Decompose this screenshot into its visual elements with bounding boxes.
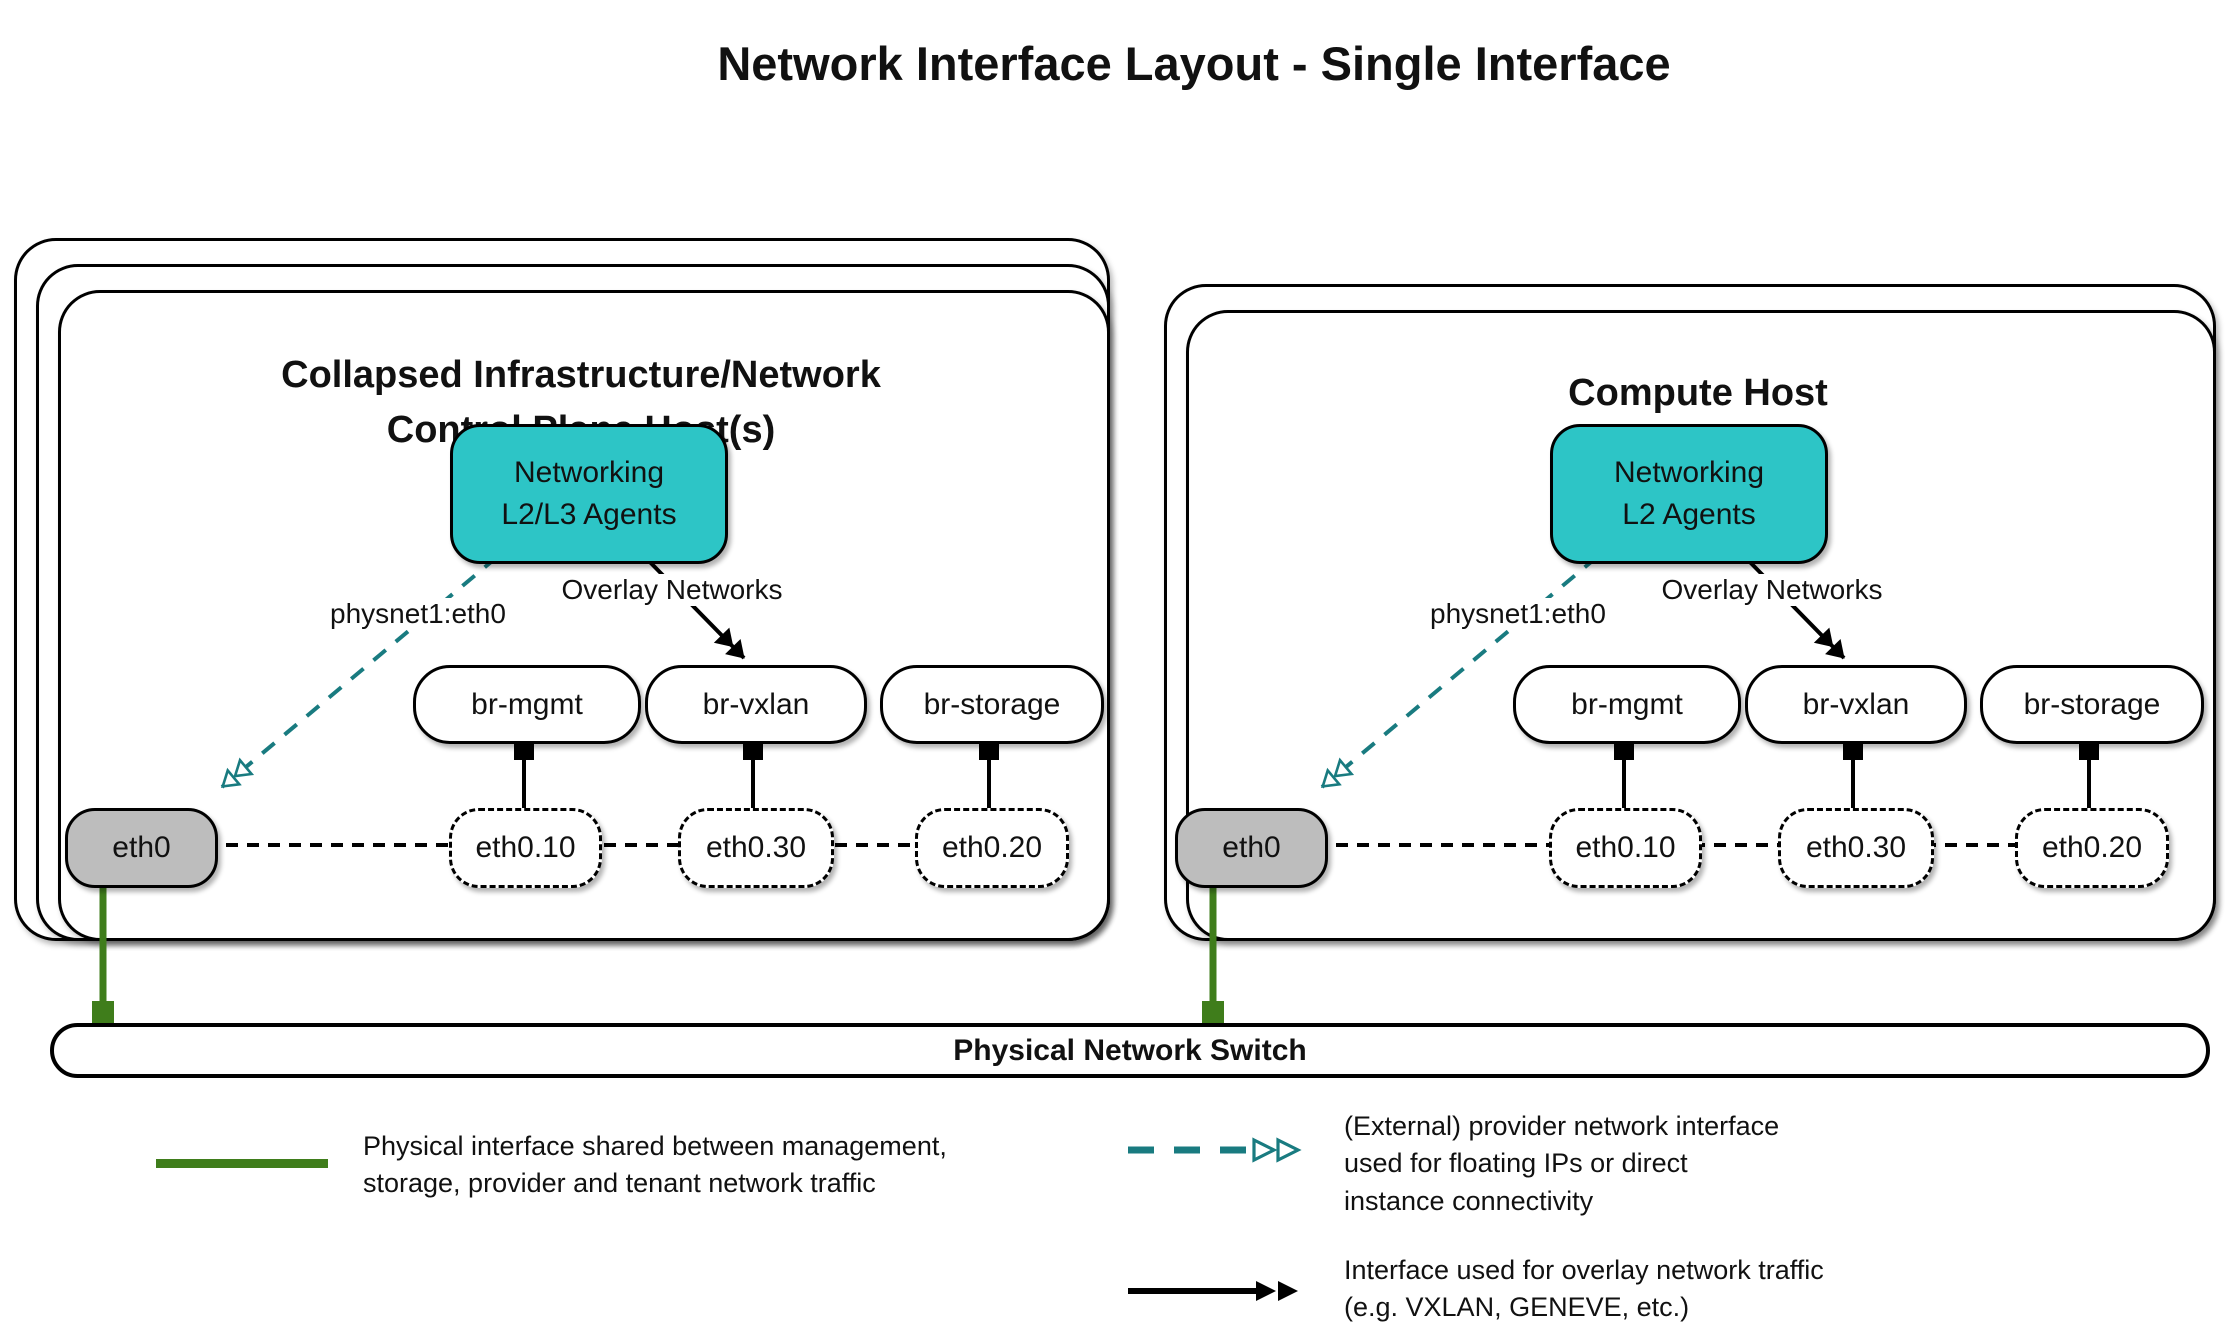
bridge-label: br-mgmt [1571,687,1683,721]
compute-host-title-line1: Compute Host [1568,372,1828,414]
switch-port-left [92,1001,114,1023]
phys-if-label: eth0 [112,831,171,864]
bridge-node-vxlan-right: br-vxlan [1745,665,1967,744]
vlan-if-node-30-right: eth0.30 [1778,808,1934,888]
phys-if-node-left: eth0 [65,808,218,888]
vlan-if-label: eth0.30 [705,831,807,864]
bridge-link-ports-right [1614,740,2099,760]
legend-provider-arrow-swatch [1128,1137,1302,1163]
switch-bar: Physical Network Switch [50,1023,2210,1078]
vlan-if-node-10-left: eth0.10 [449,808,602,888]
agent-box-compute-label: Networking L2 Agents [1614,452,1764,536]
legend-physical-text: Physical interface shared between manage… [363,1128,947,1203]
legend-overlay-text: Interface used for overlay network traff… [1344,1252,1824,1327]
vlan-if-label: eth0.20 [941,831,1043,864]
agent-box-compute: Networking L2 Agents [1550,424,1828,564]
bridge-label: br-storage [2023,687,2161,721]
bridge-node-vxlan-left: br-vxlan [645,665,867,744]
vlan-if-label: eth0.10 [1575,831,1676,864]
overlay-arrow-label-left: Overlay Networks [557,574,787,606]
bridge-node-storage-left: br-storage [880,665,1104,744]
vlan-if-node-30-left: eth0.30 [678,808,834,888]
bridge-label: br-vxlan [1802,687,1910,721]
agent-line1: Networking [1613,456,1765,489]
bridge-label: br-vxlan [702,687,810,721]
legend-line: instance connectivity [1344,1185,1594,1216]
agent-box-control: Networking L2/L3 Agents [450,424,728,564]
legend-line: Physical interface shared between manage… [363,1131,947,1161]
bridge-label: br-mgmt [471,687,583,721]
compute-host-title: Compute Host [1186,366,2210,421]
vlan-if-node-20-left: eth0.20 [915,808,1069,888]
switch-label: Physical Network Switch [953,1033,1307,1067]
legend-overlay-arrow-swatch [1128,1281,1298,1301]
overlay-arrow-left [643,555,746,660]
vlan-if-label: eth0.10 [475,831,576,864]
legend-provider-text: (External) provider network interface us… [1344,1108,1779,1220]
bridge-node-mgmt-left: br-mgmt [413,665,641,744]
control-host-title-line1: Collapsed Infrastructure/Network [281,354,881,396]
bridge-node-storage-right: br-storage [1980,665,2204,744]
provider-arrow-right [1320,555,1599,789]
bridge-label: br-storage [923,687,1061,721]
vlan-if-node-10-right: eth0.10 [1549,808,1702,888]
agent-box-control-label: Networking L2/L3 Agents [501,452,676,536]
agent-line2: L2/L3 Agents [501,498,677,531]
agent-line1: Networking [513,456,665,489]
switch-port-right [1202,1001,1224,1023]
provider-arrow-left [220,555,499,789]
legend-line: (External) provider network interface [1344,1111,1780,1141]
diagram-title: Network Interface Layout - Single Interf… [717,37,1671,90]
phys-if-label: eth0 [1222,831,1281,864]
bridge-node-mgmt-right: br-mgmt [1513,665,1741,744]
provider-arrow-label-left: physnet1:eth0 [326,598,510,630]
vlan-if-label: eth0.30 [1805,831,1907,864]
overlay-arrow-right [1743,555,1846,660]
vlan-if-node-20-right: eth0.20 [2015,808,2169,888]
legend-line: storage, provider and tenant network tra… [363,1168,876,1199]
legend-line: used for floating IPs or direct [1344,1148,1688,1179]
overlay-arrow-label-right: Overlay Networks [1657,574,1887,606]
legend-line: Interface used for overlay network traff… [1344,1255,1824,1285]
bridge-link-ports-left [514,740,999,760]
provider-arrow-label-right: physnet1:eth0 [1426,598,1610,630]
phys-if-node-right: eth0 [1175,808,1328,888]
legend-green-line-swatch [156,1159,328,1168]
vlan-if-label: eth0.20 [2041,831,2143,864]
legend-line: (e.g. VXLAN, GENEVE, etc.) [1344,1292,1690,1323]
agent-line2: L2 Agents [1622,498,1756,531]
